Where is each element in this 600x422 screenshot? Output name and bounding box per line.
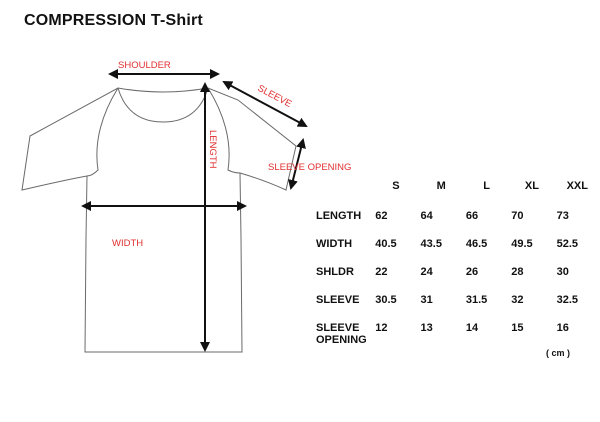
table-cell: 31 <box>420 294 433 306</box>
table-cell: 64 <box>420 210 433 222</box>
table-cell: 26 <box>465 266 479 278</box>
table-cell: 22 <box>375 266 388 278</box>
table-row: SLEEVE 30.5 31 31.5 32 32.5 <box>316 294 600 322</box>
table-row: WIDTH 40.5 43.5 46.5 49.5 52.5 <box>316 238 600 266</box>
table-cell: 70 <box>511 210 524 222</box>
row-label: SLEEVE <box>316 294 360 306</box>
sleeve-arrow <box>222 81 308 127</box>
sleeve-label: SLEEVE <box>256 83 294 110</box>
table-cell: 31.5 <box>465 294 488 306</box>
size-column-header: L <box>483 180 490 192</box>
table-cell: 30.5 <box>375 294 397 306</box>
table-cell: 62 <box>375 210 388 222</box>
table-row: SLEEVE OPENING 12 13 14 15 16 <box>316 322 600 350</box>
page-title: COMPRESSION T-Shirt <box>24 12 203 29</box>
table-cell: 73 <box>556 210 569 222</box>
table-cell: 13 <box>420 322 433 334</box>
table-cell: 46.5 <box>465 238 488 250</box>
table-row: SHLDR 22 24 26 28 30 <box>316 266 600 294</box>
table-cell: 40.5 <box>375 238 397 250</box>
left-sleeve-seam <box>86 87 119 177</box>
width-label: WIDTH <box>112 238 143 249</box>
table-cell: 49.5 <box>511 238 533 250</box>
row-label: SHLDR <box>316 266 354 278</box>
table-cell: 66 <box>465 210 479 222</box>
tshirt-outline <box>21 87 297 353</box>
table-cell: 14 <box>465 322 479 334</box>
unit-label: ( cm ) <box>546 348 571 358</box>
table-cell: 28 <box>511 266 524 278</box>
table-cell: 52.5 <box>556 238 578 250</box>
shoulder-label: SHOULDER <box>118 60 171 71</box>
sleeve-opening-arrow <box>288 138 306 190</box>
table-row: LENGTH 62 64 66 70 73 <box>316 210 600 238</box>
table-cell: 43.5 <box>420 238 442 250</box>
table-cell: 16 <box>556 322 569 334</box>
length-label: LENGTH <box>207 130 218 169</box>
size-column-header: XXL <box>566 180 588 192</box>
neckline <box>117 87 209 123</box>
table-cell: 32 <box>511 294 524 306</box>
size-column-header: M <box>436 180 446 192</box>
row-label: SLEEVE OPENING <box>316 322 367 346</box>
row-label: LENGTH <box>316 210 362 222</box>
table-cell: 12 <box>375 322 388 334</box>
size-column-header: S <box>392 180 400 192</box>
table-cell: 24 <box>420 266 433 278</box>
table-cell: 30 <box>556 266 569 278</box>
size-header-row: S M L XL XXL <box>316 180 600 210</box>
table-cell: 32.5 <box>556 294 578 306</box>
size-column-header: XL <box>524 180 539 192</box>
row-label: WIDTH <box>316 238 353 250</box>
table-cell: 15 <box>511 322 524 334</box>
sleeve-opening-label: SLEEVE OPENING <box>268 162 351 173</box>
right-sleeve-seam <box>207 87 241 174</box>
